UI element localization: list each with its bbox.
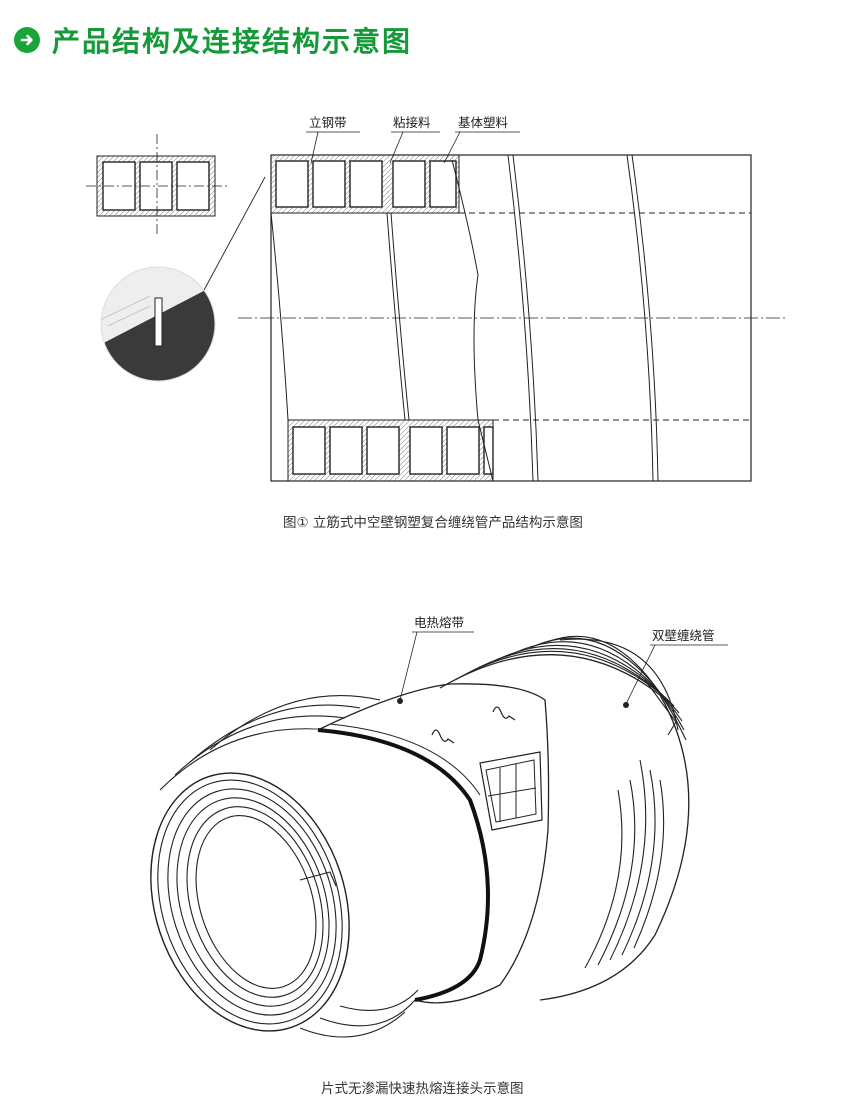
- label-base-plastic: 基体塑料: [443, 115, 520, 164]
- pipe-longitudinal-view: [238, 154, 788, 482]
- label-double-wall-pipe: 双壁缠绕管: [623, 628, 728, 708]
- label-steel-strip: 立钢带: [306, 115, 360, 164]
- figure2-caption: 片式无渗漏快速热熔连接头示意图: [321, 1081, 524, 1097]
- label-heating-band: 电热熔带: [397, 615, 474, 704]
- svg-text:粘接料: 粘接料: [393, 115, 431, 130]
- label-adhesive: 粘接料: [389, 115, 440, 164]
- figure1-caption: 图① 立筋式中空壁钢塑复合缠绕管产品结构示意图: [283, 515, 583, 531]
- heat-fusion-joint-diagram: [150, 635, 690, 1038]
- svg-text:立钢带: 立钢带: [309, 115, 347, 130]
- svg-text:双壁缠绕管: 双壁缠绕管: [652, 628, 715, 643]
- svg-text:基体塑料: 基体塑料: [458, 115, 509, 130]
- section-header: 产品结构及连接结构示意图: [14, 20, 412, 60]
- arrow-right-circle-icon: [14, 27, 40, 53]
- magnified-detail: [100, 266, 216, 382]
- page-title: 产品结构及连接结构示意图: [52, 25, 413, 58]
- cross-section-detail: [86, 134, 228, 236]
- svg-text:电热熔带: 电热熔带: [414, 615, 464, 630]
